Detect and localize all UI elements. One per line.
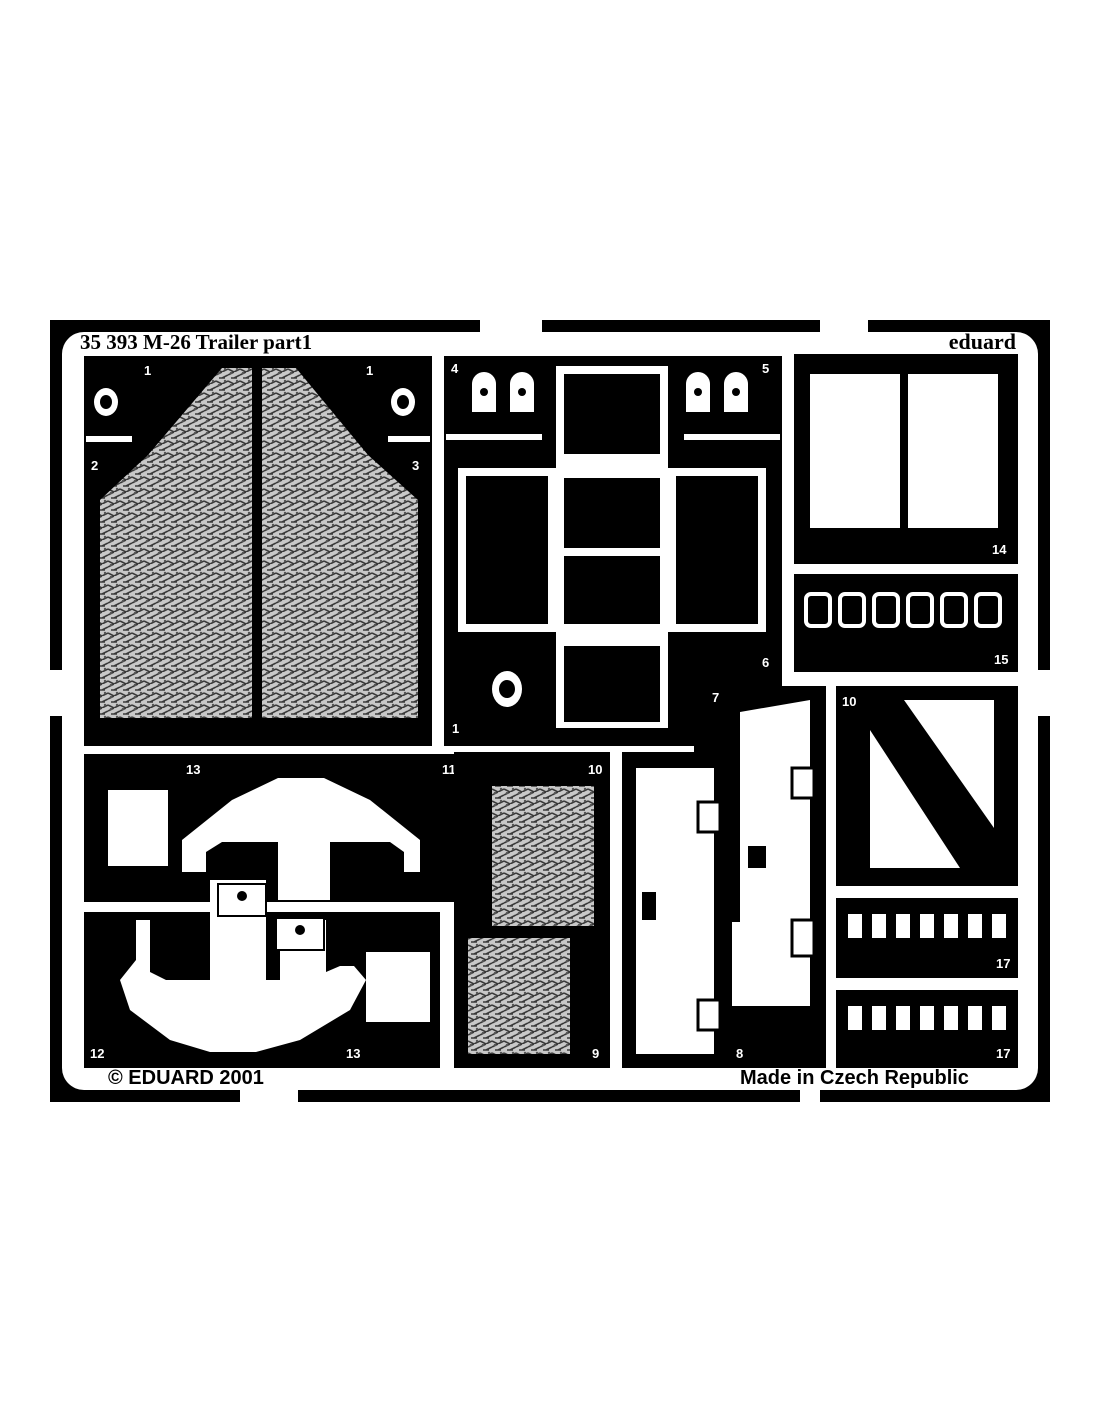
part-15-loop [872,592,900,628]
part-8-handle [642,892,656,920]
part-5-hole [732,388,740,396]
part-15-loop [940,592,968,628]
label-part-17a: 17 [996,956,1010,971]
label-part-1b: 1 [366,363,373,378]
label-part-1c: 1 [452,721,459,736]
part-strip-3 [388,436,430,442]
part-15-loop [974,592,1002,628]
part-15-loop [804,592,832,628]
brand-name: eduard [949,329,1016,354]
label-part-8: 8 [736,1046,743,1061]
part-6-window [564,478,660,548]
part-1-bolt-right-hole [397,395,409,409]
sprue-gap [240,1090,298,1102]
part-17-clips-lower [848,1006,1006,1030]
part-6-window [564,374,660,454]
part-strip-4 [446,434,542,440]
fret-title: 35 393 M-26 Trailer part1 [80,330,312,354]
part-13-block-upper [108,790,168,866]
sprue-gap [50,670,62,716]
label-part-10b: 10 [842,694,856,709]
label-part-12: 12 [90,1046,104,1061]
label-part-3: 3 [412,458,419,473]
part-17-clips-upper [848,914,1006,938]
part-1-bolt-left-hole [100,395,112,409]
label-part-15: 15 [994,652,1008,667]
part-7-handle [748,846,766,868]
part-6-window [564,646,660,722]
part-11-body-upper [182,778,420,900]
sprue-gap [820,320,868,332]
label-part-17b: 17 [996,1046,1010,1061]
label-part-13a: 13 [186,762,200,777]
part-14-plate-left [810,374,900,528]
part-10-brace-right [904,700,994,828]
part-12-hole-dot [295,925,305,935]
copyright-text: © EDUARD 2001 [108,1067,264,1089]
part-15-loop [838,592,866,628]
part-12-hole-box [275,917,325,951]
part-14-plate-right [908,374,998,528]
label-part-14: 14 [992,542,1007,557]
part-12-hole [217,883,267,917]
label-part-4: 4 [451,361,459,376]
part-5-hole [694,388,702,396]
part-4-hole [518,388,526,396]
part-15-loop [906,592,934,628]
sprue-gap [480,320,542,332]
part-tread-plate-right [262,368,418,718]
origin-text: Made in Czech Republic [740,1067,969,1089]
part-7-hinge [790,918,816,958]
label-part-11: 11 [442,762,456,777]
part-7-door [732,700,810,1006]
part-10-plate [492,786,594,926]
label-part-6: 6 [762,655,769,670]
label-part-1a: 1 [144,363,151,378]
part-8-hinge [696,800,722,834]
part-9-plate [468,938,570,1054]
part-6-window [564,556,660,624]
part-7-hinge [790,766,816,800]
label-part-5: 5 [762,361,769,376]
part-12-hole-dot [237,891,247,901]
part-strip-2 [86,436,132,442]
label-part-9: 9 [592,1046,599,1061]
sprue-gap [1038,670,1050,716]
part-1-bolt-lower-hole [499,680,515,698]
part-tread-plate-left [100,368,252,718]
part-4-hole [480,388,488,396]
sprue-gap [800,1090,820,1102]
label-part-7: 7 [712,690,719,705]
part-10-brace-left [870,730,960,868]
part-6-side-left-window [466,476,548,624]
label-part-13b: 13 [346,1046,360,1061]
part-6-side-right-window [676,476,758,624]
part-8-hinge [696,998,722,1032]
part-strip-5 [684,434,780,440]
part-13-block-lower [366,952,430,1022]
label-part-10a: 10 [588,762,602,777]
label-part-2: 2 [91,458,98,473]
